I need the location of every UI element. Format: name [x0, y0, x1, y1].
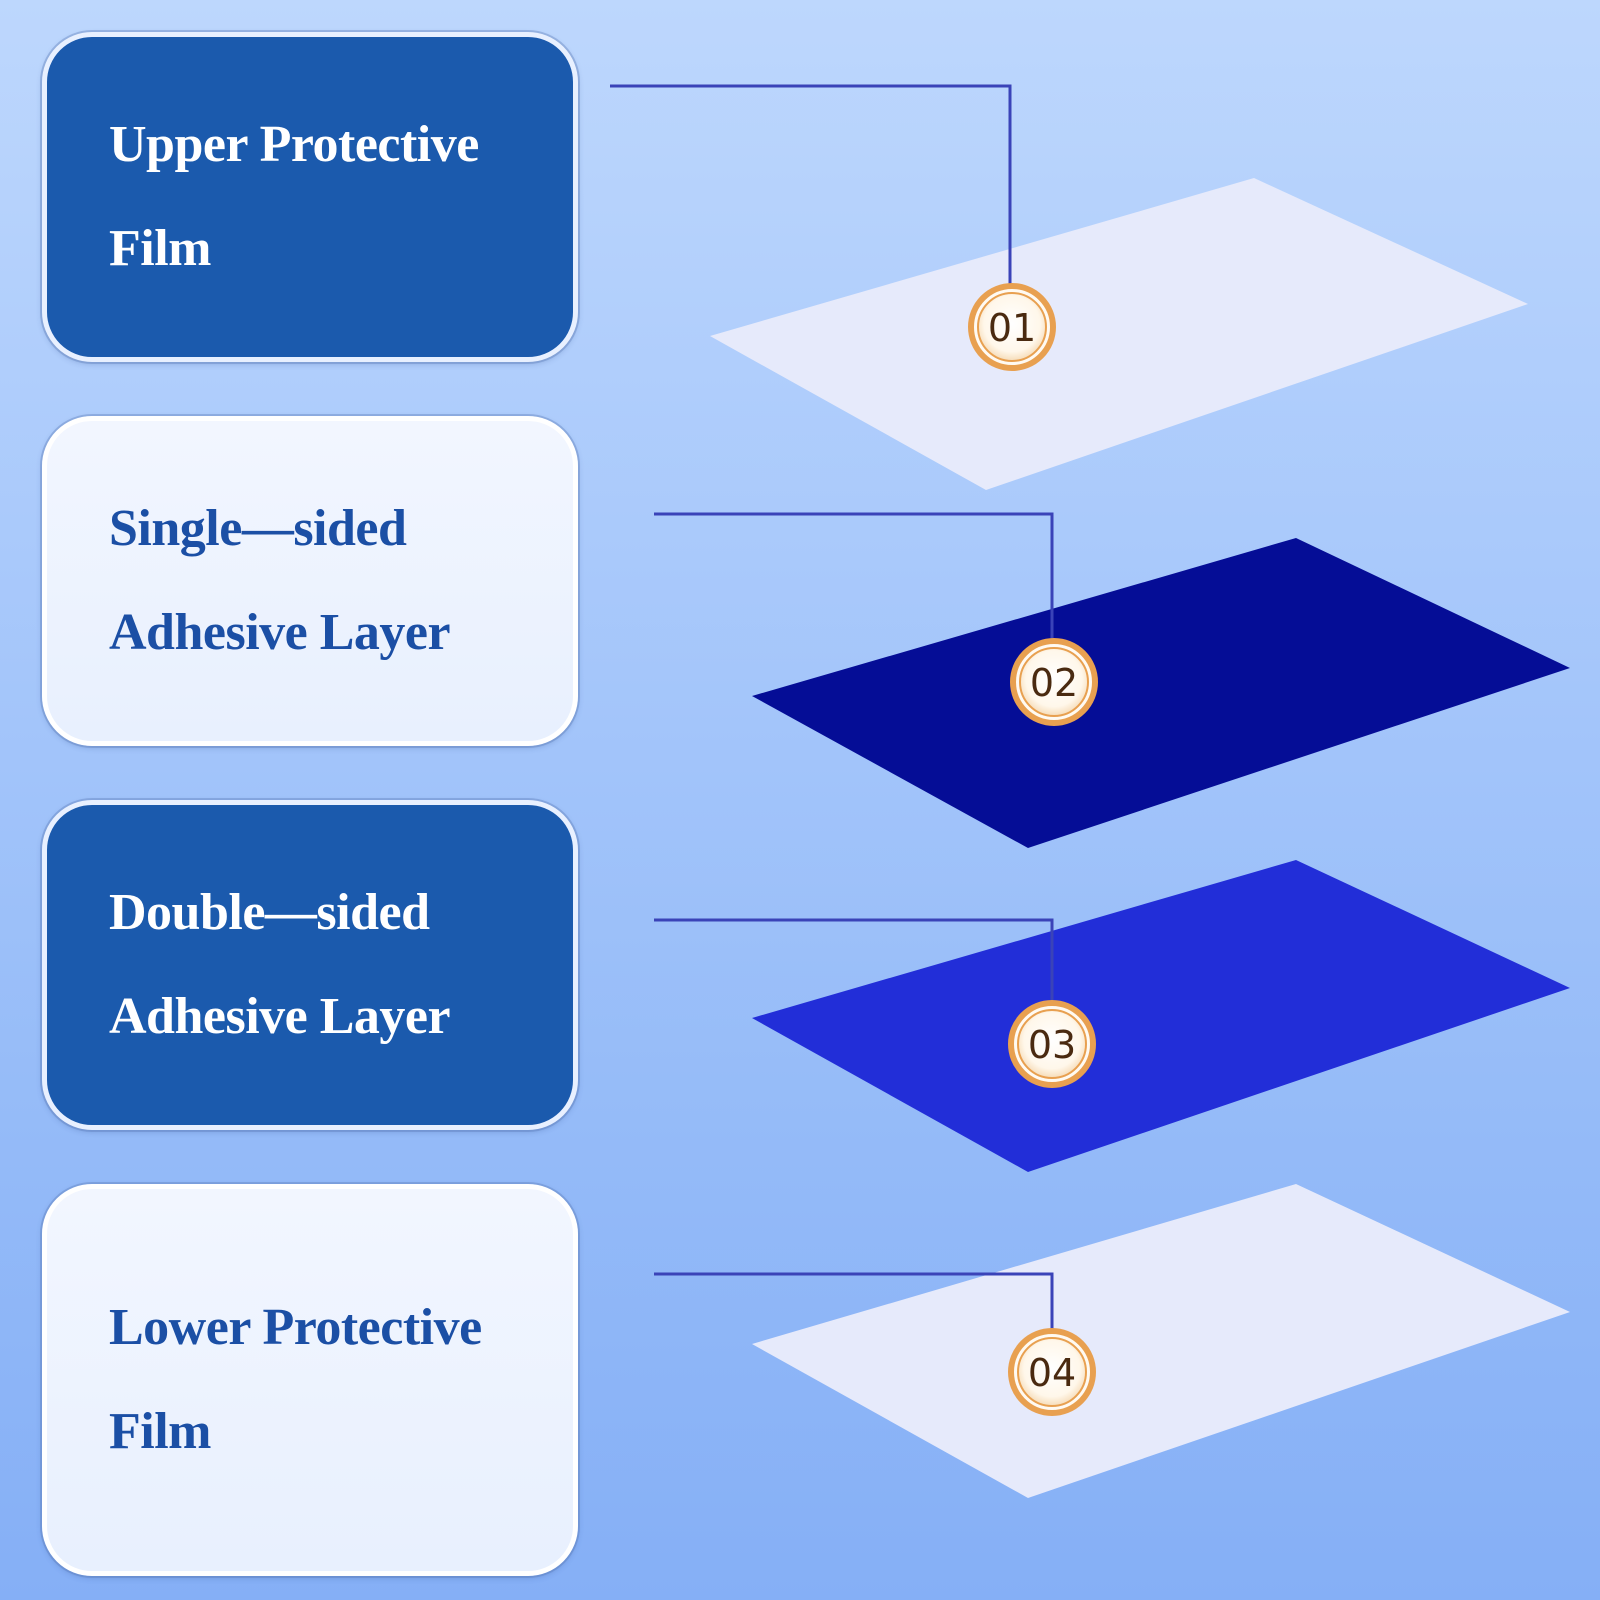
layer-card-1: Upper Protective Film — [42, 32, 578, 362]
connector-line-1 — [610, 84, 1012, 300]
connector-line-2 — [654, 512, 1054, 650]
layer-label-line: Double—sided — [109, 884, 430, 941]
layer-number-badge-4: 04 — [1008, 1328, 1096, 1416]
layer-number: 01 — [988, 306, 1036, 350]
layer-label-line: Adhesive Layer — [109, 604, 451, 661]
layer-number-badge-3: 03 — [1008, 1000, 1096, 1088]
layer-label-line: Adhesive Layer — [109, 988, 451, 1045]
layer-sheet-4 — [752, 1184, 1570, 1498]
layer-label-line: Film — [109, 220, 211, 277]
layer-label-line: Upper Protective — [109, 116, 479, 173]
layer-number: 04 — [1028, 1351, 1076, 1395]
layer-sheet-2 — [752, 538, 1570, 848]
connector-line-4 — [654, 1272, 1054, 1336]
layer-label-line: Film — [109, 1403, 211, 1460]
layer-label-line: Single—sided — [109, 500, 407, 557]
layer-number-badge-2: 02 — [1010, 638, 1098, 726]
layer-sheet-1 — [710, 178, 1528, 490]
layer-card-3: Double—sided Adhesive Layer — [42, 800, 578, 1130]
layer-number: 02 — [1030, 661, 1078, 705]
layer-sheet-3 — [752, 860, 1570, 1172]
layer-card-2: Single—sided Adhesive Layer — [42, 416, 578, 746]
layer-number: 03 — [1028, 1023, 1076, 1067]
connector-line-3 — [654, 918, 1054, 1010]
layer-card-4: Lower Protective Film — [42, 1184, 578, 1576]
layer-number-badge-1: 01 — [968, 283, 1056, 371]
layer-label-line: Lower Protective — [109, 1299, 482, 1356]
